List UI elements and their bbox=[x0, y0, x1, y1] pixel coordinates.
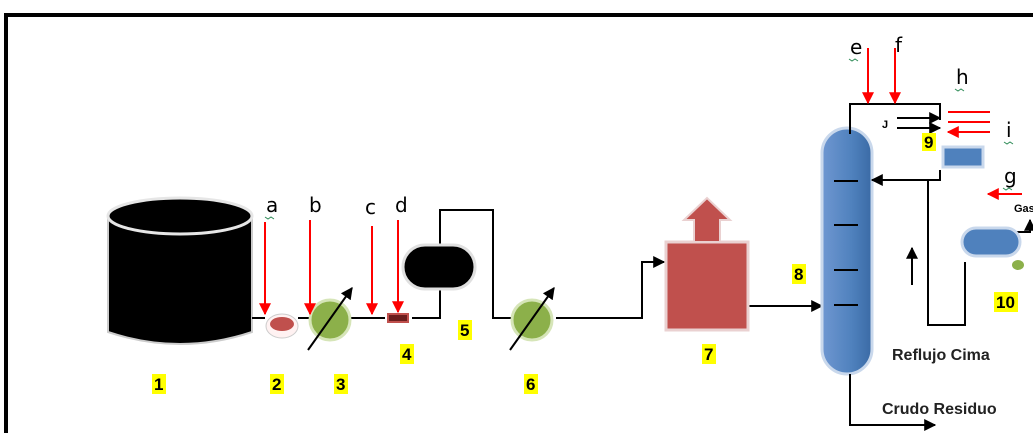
label-8: 8 bbox=[794, 265, 803, 284]
condenser bbox=[941, 145, 985, 169]
label-e: e bbox=[850, 35, 862, 59]
label-10: 10 bbox=[996, 293, 1015, 312]
label-b: b bbox=[309, 193, 322, 217]
number-labels: 1 2 3 4 5 6 7 8 9 10 bbox=[152, 133, 1018, 394]
overhead-lines bbox=[849, 103, 1033, 431]
label-i: i bbox=[1006, 118, 1012, 142]
desalter bbox=[387, 313, 409, 323]
arrows-j bbox=[897, 112, 942, 134]
label-h: h bbox=[956, 65, 969, 89]
arrow-h bbox=[948, 111, 990, 132]
label-a: a bbox=[266, 193, 278, 217]
diagram-border bbox=[4, 13, 1033, 433]
furnace bbox=[664, 196, 750, 332]
label-j: J bbox=[882, 119, 888, 131]
reflux-drum bbox=[960, 226, 1024, 270]
label-reflujo-cima: Reflujo Cima bbox=[892, 347, 990, 364]
spellcheck-marks bbox=[264, 58, 1014, 220]
label-5: 5 bbox=[460, 321, 469, 340]
label-3: 3 bbox=[336, 375, 345, 394]
storage-tank bbox=[106, 196, 254, 345]
distillation-column bbox=[820, 126, 874, 376]
feed-arrows bbox=[259, 48, 1022, 316]
label-7: 7 bbox=[704, 345, 713, 364]
pump-core bbox=[270, 317, 294, 331]
process-line bbox=[252, 209, 824, 319]
label-crudo-residuo: Crudo Residuo bbox=[882, 401, 997, 418]
label-9: 9 bbox=[924, 133, 933, 152]
label-4: 4 bbox=[402, 345, 412, 364]
flash-drum bbox=[401, 243, 477, 291]
label-c: c bbox=[365, 195, 376, 219]
label-2: 2 bbox=[272, 375, 281, 394]
label-d: d bbox=[395, 193, 408, 217]
letter-labels: a b c d e f h i g J bbox=[266, 33, 1017, 219]
label-gas: Gas bbox=[1014, 203, 1033, 215]
label-6: 6 bbox=[526, 375, 535, 394]
label-f: f bbox=[895, 33, 903, 57]
heat-exchanger-6 bbox=[509, 287, 555, 351]
label-1: 1 bbox=[154, 375, 163, 394]
label-g: g bbox=[1004, 164, 1017, 188]
heat-exchanger-3 bbox=[307, 287, 353, 351]
